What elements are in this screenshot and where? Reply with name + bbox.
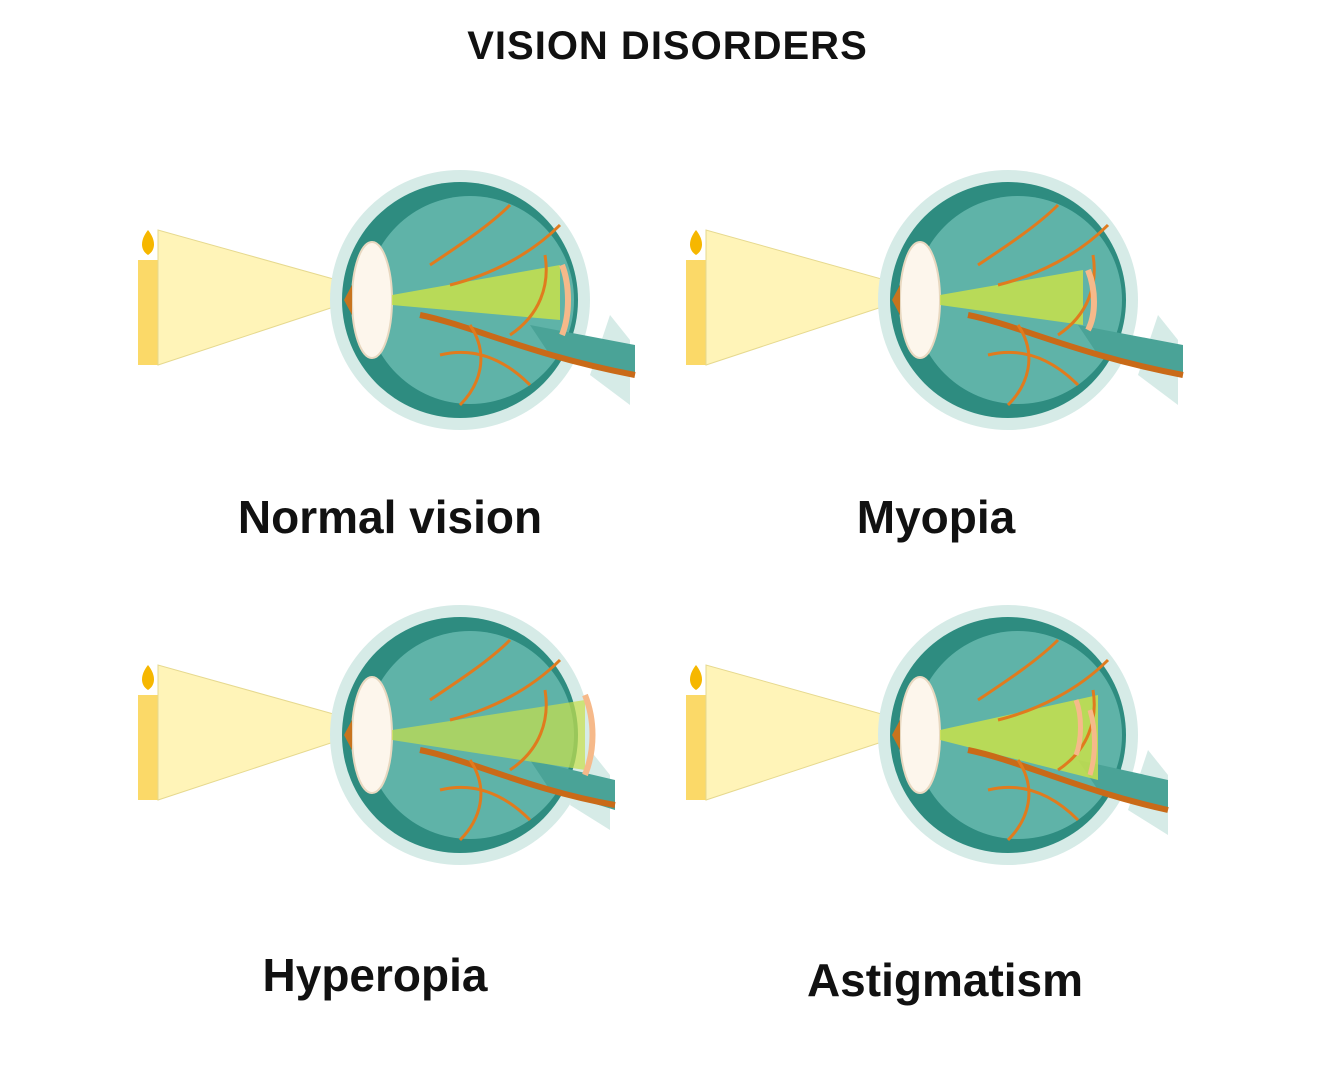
hyperopia-illustration (138, 605, 616, 865)
panel-normal-vision (130, 165, 690, 465)
myopia-illustration (686, 170, 1184, 430)
eye-icon (878, 605, 1169, 865)
caption-astigmatism: Astigmatism (806, 954, 1084, 1006)
light-cone (705, 229, 904, 366)
light-cone (705, 664, 904, 801)
caption-normal-vision: Normal vision (237, 491, 543, 543)
eye-icon (878, 170, 1184, 430)
panel-myopia (678, 165, 1238, 465)
eye-icon (330, 170, 636, 430)
caption-hyperopia: Hyperopia (262, 949, 488, 1001)
candle-icon (686, 665, 706, 800)
light-cone (157, 664, 356, 801)
candle-icon (686, 230, 706, 365)
eye-icon (330, 605, 616, 865)
candle-icon (138, 665, 158, 800)
candle-icon (138, 230, 158, 365)
light-cone (157, 229, 356, 366)
caption-myopia: Myopia (856, 491, 1016, 543)
astigmatism-illustration (686, 605, 1169, 865)
panel-hyperopia (130, 600, 690, 900)
page-title: VISION DISORDERS (467, 24, 868, 68)
normal-vision-illustration (138, 170, 636, 430)
panel-astigmatism (678, 600, 1238, 900)
